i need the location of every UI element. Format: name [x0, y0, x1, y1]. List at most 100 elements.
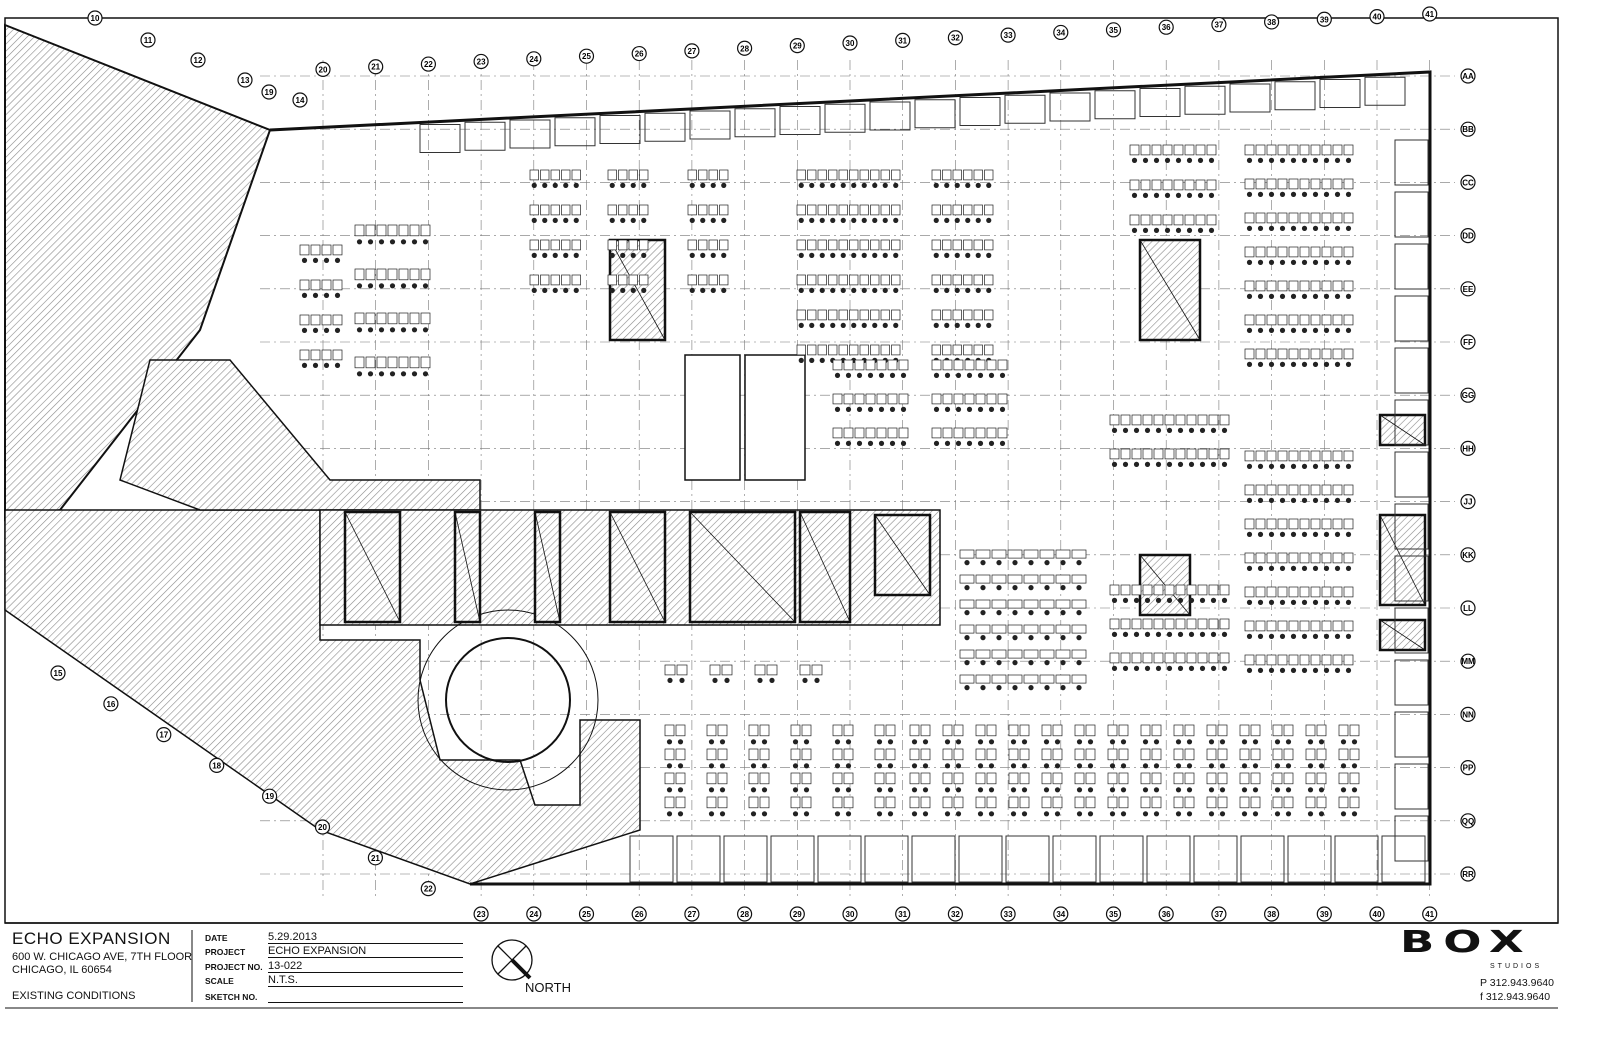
grid-bubble-circle	[1460, 174, 1476, 190]
workstation	[986, 393, 997, 412]
workstation	[832, 724, 843, 745]
chair-icon	[411, 327, 418, 333]
workstation	[1184, 772, 1195, 793]
desk	[1244, 518, 1255, 530]
chair-icon	[955, 406, 962, 412]
grid-bubble-circle	[473, 906, 489, 922]
workstation	[1332, 348, 1343, 367]
workstation	[920, 772, 931, 793]
desk	[420, 356, 431, 369]
private-office	[817, 835, 862, 883]
grid-label: 26	[635, 50, 644, 59]
desk	[1206, 214, 1217, 226]
workstation	[1039, 574, 1055, 591]
desk	[1266, 280, 1277, 292]
desk	[859, 309, 869, 321]
desk	[975, 796, 986, 809]
desk	[796, 274, 806, 286]
workstation	[1255, 620, 1266, 640]
desk	[1151, 724, 1162, 737]
workstation	[759, 772, 770, 793]
desk	[1085, 724, 1096, 737]
workstation	[398, 268, 409, 289]
desk	[799, 664, 811, 676]
desk	[887, 359, 898, 371]
desk	[891, 169, 901, 181]
desk	[1244, 280, 1255, 292]
desk	[807, 239, 817, 251]
chair-icon	[830, 217, 836, 223]
desk	[1266, 178, 1277, 190]
workstation	[1343, 246, 1354, 265]
desk	[801, 748, 812, 761]
desk	[1074, 796, 1085, 809]
workstation	[1153, 448, 1164, 467]
desk	[1175, 652, 1186, 664]
desk	[1120, 414, 1131, 426]
desk	[1173, 796, 1184, 809]
chair-icon	[819, 182, 825, 188]
workstation	[1310, 212, 1321, 231]
chair-icon	[889, 406, 896, 412]
grid-bubble: DD	[1460, 228, 1476, 244]
workstation	[1321, 144, 1332, 163]
workstation	[1007, 674, 1023, 691]
grid-bubble-circle	[1460, 387, 1476, 403]
workstation	[1343, 450, 1354, 469]
chair-icon	[1208, 227, 1215, 233]
private-office	[1394, 139, 1429, 186]
desk	[1118, 796, 1129, 809]
grid-label: AA	[1462, 72, 1474, 81]
desk	[1332, 348, 1343, 360]
workstation	[887, 359, 898, 378]
workstation	[1219, 652, 1230, 672]
chair-icon	[1155, 631, 1162, 638]
workstation	[1023, 599, 1039, 616]
chair-icon	[721, 287, 727, 293]
desk	[1338, 772, 1349, 785]
private-office	[1240, 835, 1285, 883]
workstation	[1039, 649, 1055, 666]
desk	[1250, 796, 1261, 809]
chair-icon	[1323, 157, 1330, 163]
desk	[1109, 618, 1120, 630]
grid-label: 25	[582, 52, 591, 61]
chair-icon	[1199, 631, 1206, 638]
desk	[880, 204, 890, 216]
workstation	[561, 204, 571, 223]
chair-icon	[933, 440, 940, 446]
desk	[1120, 652, 1131, 664]
workstation	[909, 772, 920, 793]
chair-icon	[878, 372, 885, 378]
grid-label: 30	[846, 39, 855, 48]
desk	[1338, 748, 1349, 761]
core-shaft	[609, 239, 666, 341]
grid-bubble: PP	[1460, 759, 1476, 776]
workstation	[1131, 618, 1142, 638]
workstation	[1164, 584, 1175, 604]
desk	[1299, 552, 1310, 564]
chair-icon	[1301, 667, 1308, 674]
desk	[1023, 624, 1039, 634]
chair-icon	[719, 787, 726, 793]
chair-icon	[708, 739, 715, 745]
chair-icon	[1087, 763, 1094, 769]
desk	[1266, 144, 1277, 156]
workstation	[571, 239, 581, 258]
desk	[973, 239, 983, 251]
workstation	[1343, 654, 1354, 674]
desk	[1255, 552, 1266, 564]
desk	[1041, 748, 1052, 761]
grid-label: 24	[529, 910, 538, 919]
chair-icon	[552, 287, 558, 293]
workstation	[891, 309, 901, 328]
workstation	[984, 204, 994, 223]
project-value: ECHO EXPANSION	[268, 945, 463, 958]
private-office	[1319, 79, 1361, 108]
desk	[1175, 618, 1186, 630]
workstation	[942, 427, 953, 446]
grid-bubble: MM	[1460, 653, 1476, 669]
chair-icon	[933, 217, 939, 223]
desk	[1288, 620, 1299, 632]
desk	[952, 169, 962, 181]
